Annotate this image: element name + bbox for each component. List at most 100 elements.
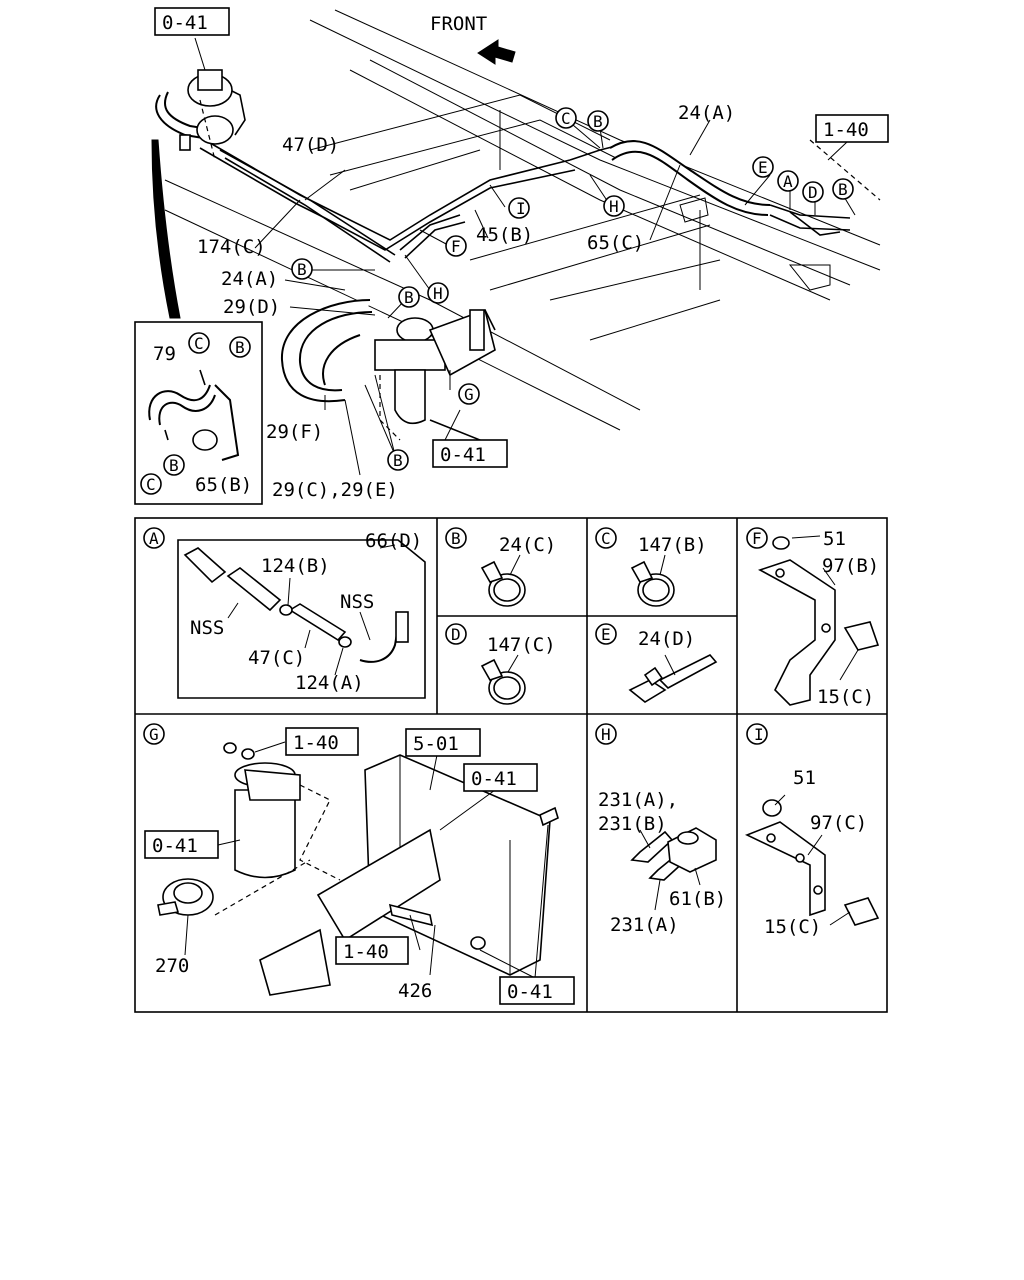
detail-a-label-124b: 124(B) bbox=[261, 555, 330, 577]
svg-text:C: C bbox=[561, 109, 571, 128]
detail-g-ref-0-41-left: 0-41 bbox=[152, 835, 198, 857]
detail-h-label-231ab-line2: 231(B) bbox=[598, 813, 667, 835]
vehicle-frame bbox=[164, 9, 881, 431]
detail-g: G 1-40 5-01 0 bbox=[143, 723, 575, 1005]
svg-text:B: B bbox=[451, 529, 461, 548]
detail-a-label-nss-right: NSS bbox=[340, 591, 374, 613]
detail-i-label-15c: 15(C) bbox=[764, 916, 821, 938]
detail-grid bbox=[134, 517, 888, 1013]
svg-text:A: A bbox=[149, 529, 159, 548]
detail-e: E 24(D) bbox=[595, 623, 718, 703]
main-assembly: FRONT 0-41 1-40 0-41 24(A) 47(D) 45(B) 6… bbox=[151, 7, 889, 501]
detail-i: I 51 97(C) 15(C) bbox=[744, 723, 880, 938]
svg-text:D: D bbox=[451, 625, 461, 644]
callout-a: A bbox=[777, 170, 799, 192]
detail-c-letter: C bbox=[595, 527, 617, 549]
callout-d: D bbox=[802, 181, 824, 203]
svg-text:A: A bbox=[783, 172, 793, 191]
detail-i-letter: I bbox=[746, 723, 768, 745]
svg-text:E: E bbox=[758, 158, 768, 177]
part-label-174c: 174(C) bbox=[197, 236, 266, 258]
detail-g-ref-0-41-right: 0-41 bbox=[471, 768, 517, 790]
detail-a-label-47c: 47(C) bbox=[248, 647, 305, 669]
detail-g-ref-0-41-bottom: 0-41 bbox=[507, 981, 553, 1003]
detail-g-label-270: 270 bbox=[155, 955, 189, 977]
callout-b-low: B bbox=[387, 449, 409, 471]
svg-text:B: B bbox=[169, 456, 179, 475]
leader-lines bbox=[194, 37, 856, 476]
svg-text:F: F bbox=[752, 529, 762, 548]
detail-a-letter: A bbox=[143, 527, 165, 549]
inset-callout-c-bottom: C bbox=[140, 473, 162, 495]
svg-text:I: I bbox=[754, 725, 764, 744]
detail-f-label-15c: 15(C) bbox=[817, 686, 874, 708]
svg-text:B: B bbox=[297, 260, 307, 279]
ref-0-41-mid: 0-41 bbox=[440, 444, 486, 466]
svg-text:B: B bbox=[235, 338, 245, 357]
part-label-29d: 29(D) bbox=[223, 296, 280, 318]
front-arrow-icon bbox=[477, 39, 516, 65]
detail-a: A 66(D) 124(B) NSS NSS 47(C) 124(A) bbox=[143, 527, 426, 699]
detail-f-label-51: 51 bbox=[823, 528, 846, 550]
detail-b: B 24(C) bbox=[445, 527, 556, 607]
detail-h-label-61b: 61(B) bbox=[669, 888, 726, 910]
part-label-29f: 29(F) bbox=[266, 421, 323, 443]
detail-h-letter: H bbox=[595, 723, 617, 745]
callout-h-mid: H bbox=[427, 282, 449, 304]
svg-text:G: G bbox=[149, 725, 159, 744]
inset-panel: 79 65(B) C B C B bbox=[134, 321, 263, 505]
callout-b-mid2: B bbox=[398, 286, 420, 308]
svg-text:G: G bbox=[464, 385, 474, 404]
detail-a-label-124a: 124(A) bbox=[295, 672, 364, 694]
svg-text:B: B bbox=[593, 112, 603, 131]
detail-i-label-97c: 97(C) bbox=[810, 812, 867, 834]
svg-text:C: C bbox=[146, 475, 156, 494]
ref-1-40-top: 1-40 bbox=[823, 119, 869, 141]
callout-h-top: H bbox=[603, 195, 625, 217]
part-label-45b: 45(B) bbox=[476, 224, 533, 246]
detail-b-label: 24(C) bbox=[499, 534, 556, 556]
svg-text:F: F bbox=[451, 237, 461, 256]
fuel-pipes bbox=[155, 84, 851, 263]
detail-i-label-51: 51 bbox=[793, 767, 816, 789]
detail-c: C 147(B) bbox=[595, 527, 707, 607]
svg-text:H: H bbox=[609, 197, 619, 216]
detail-f: F 51 97(B) 15(C) bbox=[746, 527, 879, 708]
svg-text:C: C bbox=[601, 529, 611, 548]
svg-text:E: E bbox=[601, 625, 611, 644]
detail-g-ref-1-40-bottom: 1-40 bbox=[343, 941, 389, 963]
detail-e-label: 24(D) bbox=[638, 628, 695, 650]
svg-text:H: H bbox=[601, 725, 611, 744]
detail-f-label-97b: 97(B) bbox=[822, 555, 879, 577]
callout-b-right: B bbox=[832, 178, 854, 200]
upper-filter-assembly bbox=[179, 69, 234, 161]
detail-d-label: 147(C) bbox=[487, 634, 556, 656]
detail-g-ref-5-01: 5-01 bbox=[413, 733, 459, 755]
detail-b-letter: B bbox=[445, 527, 467, 549]
callout-i: I bbox=[508, 197, 530, 219]
detail-f-letter: F bbox=[746, 527, 768, 549]
svg-text:I: I bbox=[516, 199, 526, 218]
part-label-29c-29e: 29(C),29(E) bbox=[272, 479, 398, 501]
detail-a-label-nss-left: NSS bbox=[190, 617, 224, 639]
inset-callout-b-bottom: B bbox=[163, 454, 185, 476]
detail-g-ref-1-40-top: 1-40 bbox=[293, 732, 339, 754]
detail-h: H 231(A), 231(B) 61(B) 231(A) bbox=[595, 723, 726, 936]
part-label-24a-top: 24(A) bbox=[678, 102, 735, 124]
ref-0-41-top: 0-41 bbox=[162, 12, 208, 34]
detail-c-label: 147(B) bbox=[638, 534, 707, 556]
part-label-47d: 47(D) bbox=[282, 134, 339, 156]
callout-f: F bbox=[445, 235, 467, 257]
callout-g: G bbox=[458, 383, 480, 405]
svg-text:B: B bbox=[393, 451, 403, 470]
svg-text:C: C bbox=[194, 334, 204, 353]
detail-h-label-231a: 231(A) bbox=[610, 914, 679, 936]
front-label: FRONT bbox=[430, 13, 487, 35]
inset-callout-b-top: B bbox=[229, 336, 251, 358]
inset-pointer bbox=[151, 139, 181, 319]
detail-g-letter: G bbox=[143, 723, 165, 745]
callout-c-top: C bbox=[555, 107, 577, 129]
callout-e: E bbox=[752, 156, 774, 178]
svg-text:H: H bbox=[433, 284, 443, 303]
